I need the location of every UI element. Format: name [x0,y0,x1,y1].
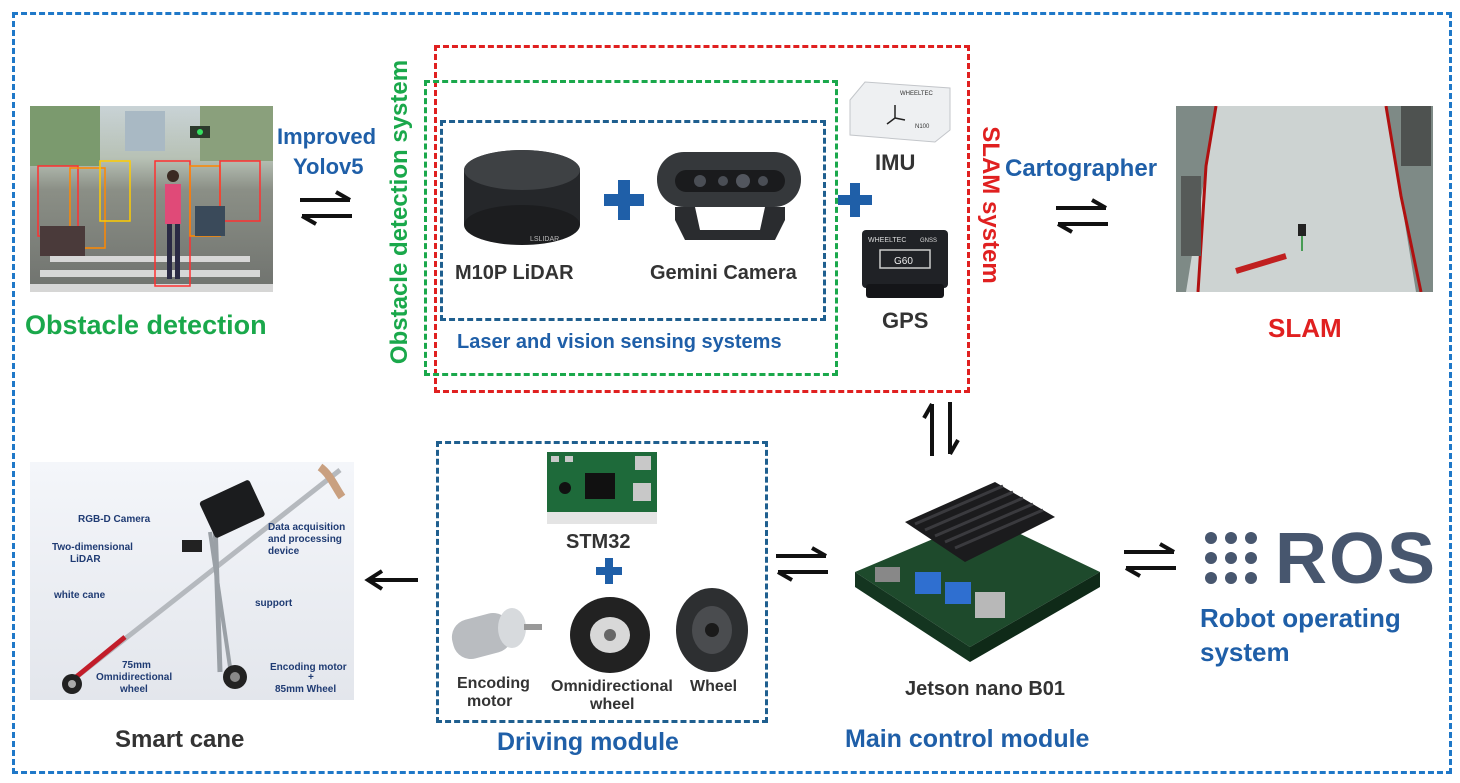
cane-annotation-omni-1: 75mm [122,660,151,671]
encoding-motor-icon [451,608,542,660]
lidar-brand-text: LSLIDAR [530,236,559,243]
cane-annotation-rgbd: RGB-D Camera [78,514,151,525]
laser-vision-label: Laser and vision sensing systems [457,331,782,353]
slam-system-frame [434,45,970,393]
arrow-to-smart-cane [364,569,418,591]
slam-system-label: SLAM system [977,126,1004,284]
bidirectional-arrow-cartographer [1056,198,1108,234]
bidirectional-arrow-jetson-ros [1124,542,1176,578]
cane-annotation-enc-3: 85mm Wheel [275,684,337,695]
gemini-camera-icon [657,152,801,240]
yolov5-label: Yolov5 [293,154,364,179]
gps-label: GPS [882,308,929,333]
smart-cane-photo: RGB-D Camera Two-dimensional LiDAR white… [30,462,354,700]
gps-brand-text: WHEELTEC [868,237,906,244]
robot-os-label-2: system [1200,637,1290,667]
sensing-frame [440,120,826,321]
slam-label: SLAM [1268,313,1342,343]
ros-text: ROS [1275,519,1438,599]
cane-annotation-lidar-1: Two-dimensional [52,542,133,553]
robot-os-label-1: Robot operating [1200,603,1401,633]
svg-text:WHEELTEC: WHEELTEC [900,91,934,97]
gemini-camera-label: Gemini Camera [650,262,797,284]
wheel-icon [676,588,748,672]
main-control-label: Main control module [845,725,1090,753]
slam-map-image [1176,106,1433,292]
wheel-label: Wheel [690,678,738,695]
bidirectional-arrow-vertical [922,402,960,456]
cane-annotation-lidar-2: LiDAR [70,554,101,565]
ros-logo-icon [1205,532,1257,584]
obstacle-system-frame [424,80,838,376]
encoding-motor-label-2: motor [467,693,513,710]
imu-label: IMU [875,150,916,175]
obstacle-detection-photo [30,106,273,292]
cartographer-label: Cartographer [1005,155,1158,182]
stm32-label: STM32 [566,531,631,553]
jetson-label: Jetson nano B01 [905,678,1066,700]
cane-annotation-white-cane: white cane [54,590,106,601]
cane-annotation-data-2: and processing [268,534,342,545]
svg-text:G60: G60 [894,256,913,267]
plus-icon-lidar-camera [604,180,644,220]
cane-annotation-data-3: device [268,546,300,557]
cane-annotation-enc-2: + [308,672,314,683]
cane-annotation-data-1: Data acquisition [268,522,346,533]
cane-annotation-support: support [255,598,293,609]
omni-wheel-label-2: wheel [590,696,635,713]
obstacle-detection-label: Obstacle detection [25,310,267,340]
cane-annotation-omni-2: Omnidirectional [96,672,173,683]
smart-cane-label: Smart cane [115,726,245,753]
plus-icon-imu [838,183,872,217]
driving-module-frame [436,441,768,723]
bidirectional-arrow-driving-jetson [776,546,828,582]
cane-annotation-enc-1: Encoding motor [270,662,347,673]
plus-icon-stm32 [596,558,622,584]
lidar-device-icon: LSLIDAR [464,150,580,245]
m10p-lidar-label: M10P LiDAR [455,262,574,284]
svg-text:N100: N100 [915,124,930,130]
svg-text:GNSS: GNSS [920,238,937,244]
imu-device-icon: WHEELTEC N100 [849,81,951,143]
omni-wheel-label-1: Omnidirectional [551,678,673,695]
jetson-nano-icon [855,482,1100,662]
bidirectional-arrow-yolo [300,190,352,226]
cane-annotation-omni-3: wheel [120,684,148,695]
stm32-board-icon [547,452,657,524]
obstacle-detection-system-label: Obstacle detection system [386,59,413,365]
omni-wheel-icon [570,597,650,673]
driving-module-label: Driving module [497,728,679,756]
outer-frame [12,12,1452,774]
improved-label: Improved [277,124,377,149]
encoding-motor-label-1: Encoding [457,675,530,692]
gps-device-icon: WHEELTEC GNSS G60 [862,230,948,298]
